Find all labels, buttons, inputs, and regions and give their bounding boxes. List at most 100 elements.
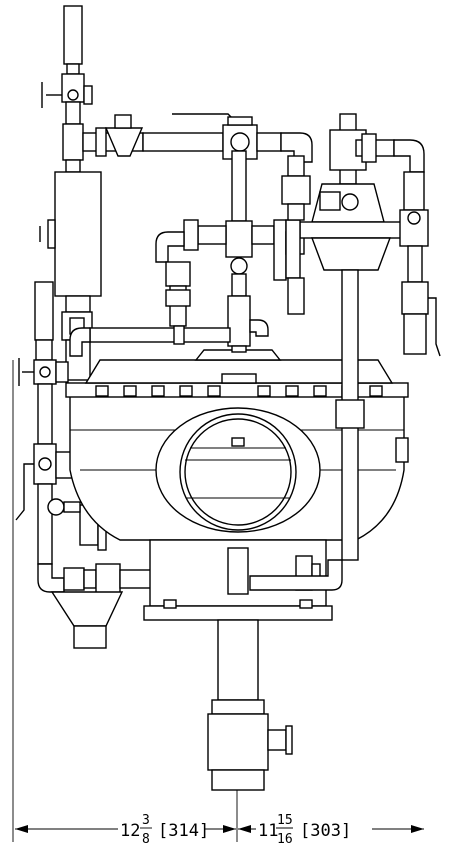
top-riser-lower	[65, 159, 81, 173]
flange-bolt	[123, 385, 137, 397]
center-left-tee	[197, 225, 227, 245]
right-dimension-label: 11 15 16 [303]	[258, 813, 351, 847]
center-right-strainer	[273, 219, 287, 281]
base-bolt	[299, 599, 313, 609]
left-drain-nut	[55, 361, 69, 383]
center-left-union	[183, 219, 199, 251]
right-dim-whole: 11	[258, 821, 278, 841]
outlet-assembly	[207, 619, 293, 791]
check-valve-nipple	[63, 501, 81, 513]
mid-right-elbow	[249, 319, 269, 337]
flange-bolt	[207, 385, 221, 397]
center-riser-lower	[231, 345, 247, 353]
flange-bolt	[369, 385, 383, 397]
accumulator-side-port	[47, 219, 56, 249]
center-trim	[155, 150, 305, 353]
left-drain-lever	[15, 463, 34, 521]
main-bore	[155, 407, 321, 533]
pressure-switch-body	[34, 281, 54, 341]
left-dim-metric: [314]	[158, 821, 209, 841]
center-left-union-lower	[165, 289, 191, 307]
left-dim-numerator: 3	[142, 813, 150, 828]
funnel-cone	[50, 591, 124, 627]
top-pipe-union-left	[95, 127, 107, 157]
outlet-valve-top	[211, 699, 265, 715]
lower-union	[95, 563, 121, 595]
left-arrow-tail	[223, 825, 236, 833]
left-pressure-switch	[18, 281, 69, 386]
right-vertical-pipe	[227, 269, 365, 595]
left-drain-ball-port	[38, 457, 52, 471]
top-ball-valve-bonnet	[227, 116, 253, 126]
center-right-union-upper	[281, 175, 311, 205]
outlet-valve-port-cap	[285, 725, 293, 755]
top-valve-body	[61, 73, 85, 103]
right-actuator-lower-dome	[310, 237, 392, 271]
left-dimension-label: 12 3 8 [314]	[120, 813, 209, 847]
right-riser-bottom-elbow	[249, 559, 343, 591]
strainer-cap	[114, 114, 132, 129]
bore-hinge	[231, 437, 245, 447]
left-drain-pipe-lower	[37, 483, 53, 565]
flange-bolt	[151, 385, 165, 397]
bottom-center-tee	[227, 547, 249, 595]
main-body-side-plug	[395, 437, 409, 463]
right-arrow-tail	[411, 825, 424, 833]
main-body-cover-top	[194, 349, 282, 361]
center-left-elbow	[155, 231, 185, 263]
bore-opening	[184, 418, 292, 526]
base-bolt	[163, 599, 177, 609]
center-riser-upper	[231, 150, 247, 222]
main-body-cover-boss	[221, 373, 257, 384]
top-valve-nut	[83, 85, 93, 105]
left-dim-whole: 12	[120, 821, 140, 841]
top-horizontal-pipe	[82, 113, 313, 163]
center-right-tee	[251, 225, 275, 245]
right-top-pipe	[355, 133, 441, 357]
right-dim-denominator: 16	[277, 832, 293, 847]
top-gauge-assembly	[41, 5, 93, 173]
left-drain-ball-valve	[33, 443, 57, 485]
pressure-switch-fitting	[35, 339, 53, 361]
strainer-body	[104, 127, 144, 157]
center-right-riser	[281, 155, 311, 315]
right-top-elbow	[393, 139, 425, 173]
accumulator-neck	[65, 295, 91, 313]
top-valve-port	[67, 89, 79, 101]
left-dim-denominator: 8	[142, 832, 150, 847]
drip-funnel	[50, 591, 124, 649]
left-accumulator	[39, 171, 102, 381]
main-body-cover	[84, 359, 394, 384]
mid-left-pipe	[69, 319, 269, 357]
lower-tee	[63, 567, 85, 591]
right-actuator	[285, 113, 403, 279]
outlet-pipe	[217, 619, 259, 701]
left-drain-valve	[33, 359, 57, 385]
right-arrow-head	[238, 825, 251, 833]
flange-bolt	[285, 385, 299, 397]
right-actuator-flange	[299, 221, 403, 239]
right-dim-metric: [303]	[300, 821, 351, 841]
right-drop-ball-valve	[401, 281, 429, 315]
mid-left-elbow	[69, 327, 91, 357]
right-drop-valve-port	[407, 211, 421, 225]
top-pipe-right	[256, 132, 282, 152]
right-drop-lever	[428, 297, 441, 357]
outlet-valve-port	[267, 729, 287, 751]
right-actuator-gauge	[341, 193, 359, 211]
left-drain-valve-port	[39, 366, 51, 378]
flange-bolt	[95, 385, 109, 397]
accumulator-body	[54, 171, 102, 297]
top-pipe-middle	[142, 132, 224, 152]
center-left-check	[165, 261, 191, 287]
right-actuator-left-plate	[285, 219, 301, 279]
flange-bolt	[257, 385, 271, 397]
funnel-outlet	[73, 625, 107, 649]
right-top-union	[361, 133, 377, 163]
right-dim-numerator: 15	[277, 813, 293, 828]
outlet-valve-body	[207, 713, 269, 771]
top-gauge-neck	[66, 63, 80, 75]
center-right-nipple	[287, 203, 305, 221]
flange-bolt	[313, 385, 327, 397]
top-riser-nipple	[65, 101, 81, 125]
